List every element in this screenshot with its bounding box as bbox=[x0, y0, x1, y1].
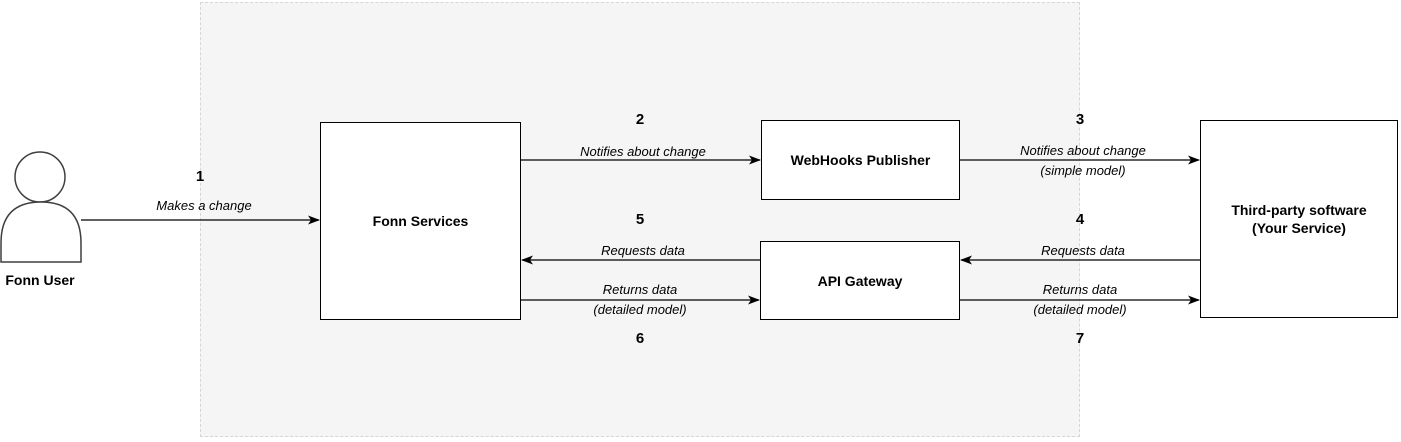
edge-7-label: Returns data (detailed model) bbox=[1033, 280, 1126, 320]
user-actor-icon bbox=[0, 151, 82, 263]
edge-6-label-sub: (detailed model) bbox=[593, 302, 687, 317]
node-fonn-services-label: Fonn Services bbox=[372, 213, 469, 229]
edge-5-number: 5 bbox=[635, 211, 645, 228]
edge-4-number: 4 bbox=[1075, 211, 1085, 228]
edge-7-label-main: Returns data bbox=[1042, 282, 1118, 297]
node-third-party-label-line1: Third-party software bbox=[1231, 202, 1367, 218]
actor-body bbox=[0, 201, 82, 263]
node-api-gateway-label: API Gateway bbox=[817, 272, 903, 289]
edge-1-number: 1 bbox=[195, 168, 205, 185]
node-third-party-software: Third-party software (Your Service) bbox=[1200, 120, 1398, 318]
edge-7-label-sub: (detailed model) bbox=[1033, 302, 1127, 317]
node-webhooks-publisher-label: WebHooks Publisher bbox=[790, 152, 931, 168]
node-third-party-label-line2: (Your Service) bbox=[1252, 220, 1346, 236]
edge-6-label: Returns data (detailed model) bbox=[593, 280, 686, 320]
node-webhooks-publisher: WebHooks Publisher bbox=[761, 120, 960, 200]
edge-6-number: 6 bbox=[635, 330, 645, 347]
edge-1-label: Makes a change bbox=[156, 198, 252, 213]
actor-head bbox=[14, 151, 66, 203]
edge-7-number: 7 bbox=[1075, 330, 1085, 347]
edge-3-label: Notifies about change (simple model) bbox=[1020, 141, 1146, 181]
edge-3-label-main: Notifies about change bbox=[1020, 143, 1146, 158]
node-api-gateway: API Gateway bbox=[760, 241, 960, 320]
actor-label: Fonn User bbox=[5, 272, 75, 288]
edge-2-label: Notifies about change bbox=[580, 144, 706, 159]
edge-2-number: 2 bbox=[635, 111, 645, 128]
edge-3-number: 3 bbox=[1075, 111, 1085, 128]
edge-5-label: Requests data bbox=[601, 243, 685, 258]
node-fonn-services: Fonn Services bbox=[320, 122, 521, 320]
edge-6-label-main: Returns data bbox=[602, 282, 678, 297]
edge-4-label: Requests data bbox=[1041, 243, 1125, 258]
edge-3-label-sub: (simple model) bbox=[1040, 163, 1126, 178]
